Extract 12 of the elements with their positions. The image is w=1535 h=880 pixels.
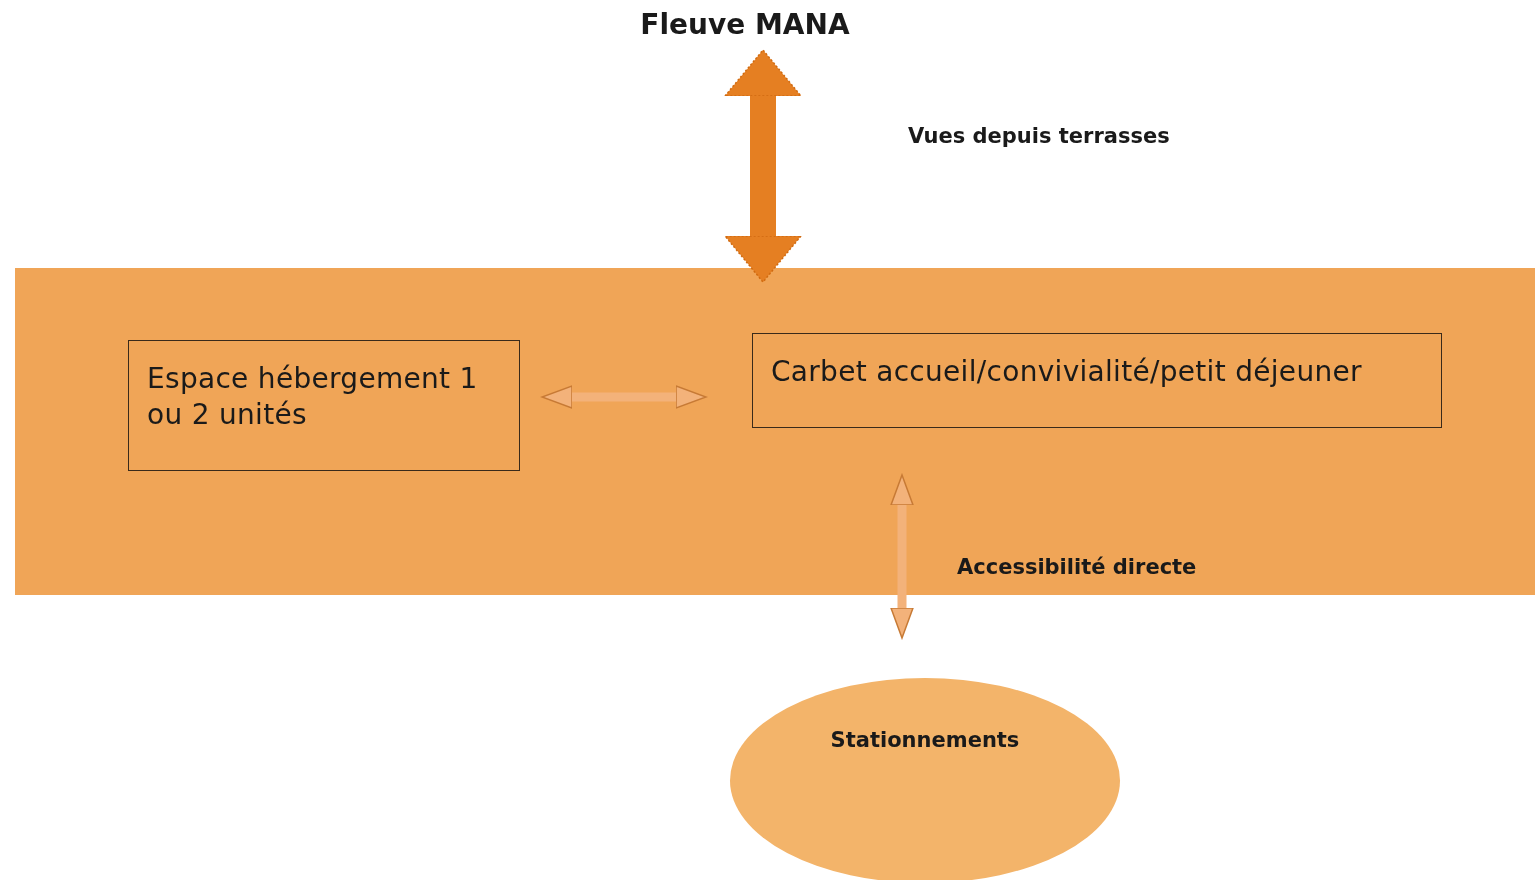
zone-box xyxy=(752,333,1442,428)
annotation-text: Vues depuis terrasses xyxy=(908,124,1170,148)
zone-label: Espace hébergement 1 ou 2 unités xyxy=(146,361,479,434)
node-label: Stationnements xyxy=(830,728,1020,754)
zone-label: Carbet accueil/convivialité/petit déjeuner xyxy=(770,354,1363,390)
title-text: Fleuve MANA xyxy=(639,8,851,41)
double-arrow xyxy=(724,49,802,283)
bar-shape xyxy=(15,268,1535,595)
edge-label: Accessibilité directe xyxy=(957,555,1197,579)
zone-box xyxy=(128,340,520,471)
double-arrow xyxy=(890,474,914,639)
double-arrow xyxy=(541,385,707,409)
